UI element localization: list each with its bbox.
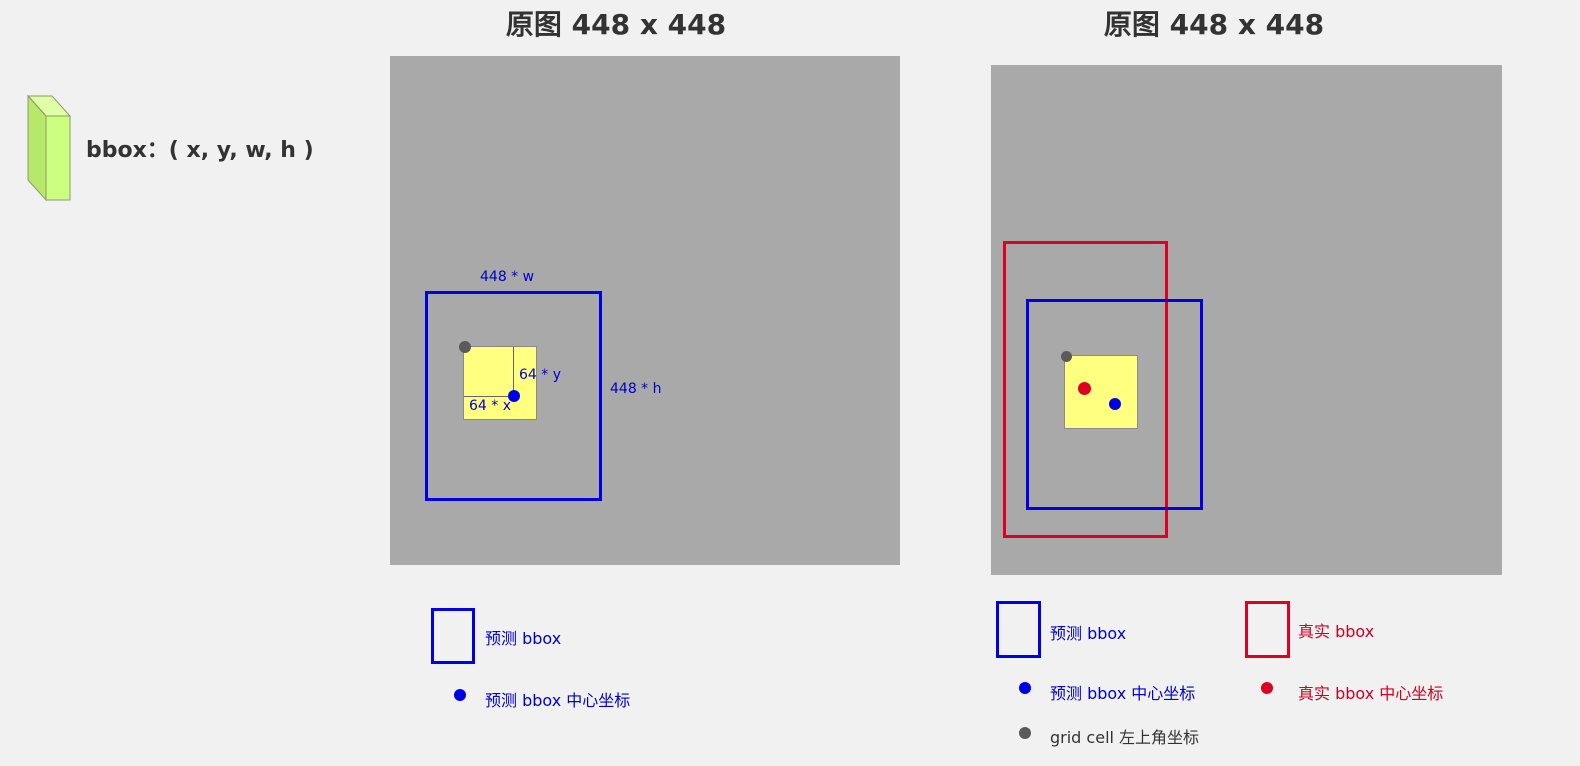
label-448-w: 448 * w [480,269,535,285]
legend-true-center-dot [1261,682,1273,694]
legend-predicted-center-dot [454,689,466,701]
x-offset-line [464,396,513,397]
right-image-area [991,65,1502,575]
predicted-bbox-right [1026,299,1203,510]
label-448-h: 448 * h [610,381,662,397]
legend-true-center-label: 真实 bbox 中心坐标 [1298,684,1444,703]
legend-r-predicted-center-label: 预测 bbox 中心坐标 [1050,684,1196,703]
legend-grid-corner-dot [1019,727,1031,739]
left-panel-title: 原图 448 x 448 [505,8,727,41]
legend-true-bbox-swatch [1245,601,1290,658]
legend-predicted-bbox-swatch [431,608,475,664]
left-image-area [390,56,900,565]
label-64-y: 64 * y [519,367,561,383]
bbox-formula: bbox：( x, y, w, h ) [86,138,314,163]
legend-grid-corner-label: grid cell 左上角坐标 [1050,728,1200,747]
ground-truth-bbox [1003,241,1168,538]
label-64-x: 64 * x [469,398,511,414]
grid-cell [463,346,537,420]
tensor-cube-icon [26,94,72,202]
grid-corner-dot-right [1061,351,1072,362]
predicted-center-dot [508,390,520,402]
legend-r-predicted-center-dot [1019,682,1031,694]
true-center-dot [1078,382,1091,395]
legend-r-predicted-bbox-swatch [996,601,1041,658]
grid-corner-dot [459,341,471,353]
legend-true-bbox-label: 真实 bbox [1298,622,1375,641]
legend-r-predicted-bbox-label: 预测 bbox [1050,624,1127,643]
legend-predicted-bbox-label: 预测 bbox [485,629,562,648]
y-offset-line [513,347,514,396]
legend-predicted-center-label: 预测 bbox 中心坐标 [485,691,631,710]
predicted-bbox [425,291,602,501]
right-panel-title: 原图 448 x 448 [1103,8,1325,41]
predicted-center-dot-right [1109,398,1121,410]
grid-cell-right [1064,355,1138,429]
